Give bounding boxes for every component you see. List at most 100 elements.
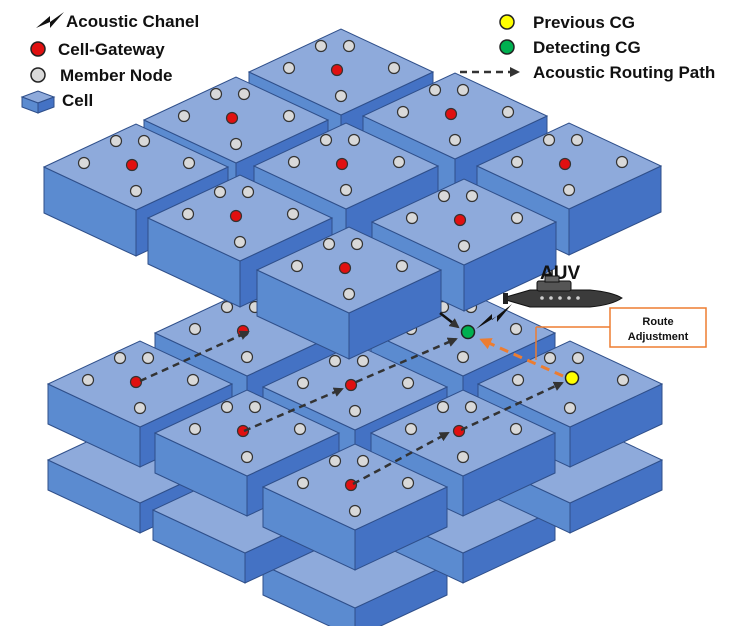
member-node bbox=[350, 237, 364, 251]
member-node bbox=[186, 373, 200, 387]
member-node bbox=[220, 300, 234, 314]
member-node bbox=[448, 133, 462, 147]
member-node bbox=[241, 185, 255, 199]
member-node bbox=[233, 235, 247, 249]
legend-cell-gateway-label: Cell-Gateway bbox=[58, 40, 165, 59]
member-node bbox=[334, 89, 348, 103]
routing-arrow-1 bbox=[139, 330, 250, 383]
cell-gateway-node bbox=[129, 375, 143, 389]
cell-gateway-node bbox=[335, 157, 349, 171]
member-node bbox=[456, 350, 470, 364]
cell bbox=[255, 226, 443, 360]
routing-arrow-4 bbox=[352, 431, 450, 486]
cell-gateway-node bbox=[558, 157, 572, 171]
member-node bbox=[188, 422, 202, 436]
legend-member-node: Member Node bbox=[30, 66, 172, 85]
previous-cg-node bbox=[564, 370, 580, 386]
member-node bbox=[209, 87, 223, 101]
member-node bbox=[404, 422, 418, 436]
routing-paths bbox=[139, 330, 564, 486]
member-node bbox=[339, 183, 353, 197]
legend-previous-cg-label: Previous CG bbox=[533, 13, 635, 32]
member-node bbox=[457, 239, 471, 253]
member-node bbox=[405, 211, 419, 225]
legend-routing-path: Acoustic Routing Path bbox=[460, 63, 715, 82]
legend-acoustic-channel-label: Acoustic Chanel bbox=[66, 12, 199, 31]
member-node bbox=[296, 376, 310, 390]
cell-gateway-node bbox=[453, 213, 467, 227]
legend-routing-path-label: Acoustic Routing Path bbox=[533, 63, 715, 82]
member-node bbox=[401, 476, 415, 490]
legend-detecting-cg: Detecting CG bbox=[499, 38, 641, 57]
routing-arrow-2 bbox=[243, 387, 344, 433]
member-node bbox=[213, 185, 227, 199]
member-node bbox=[456, 450, 470, 464]
member-node bbox=[314, 39, 328, 53]
detecting-cg-icon bbox=[499, 39, 515, 55]
member-node bbox=[436, 400, 450, 414]
member-node bbox=[137, 134, 151, 148]
member-node bbox=[570, 133, 584, 147]
member-node bbox=[182, 156, 196, 170]
member-node bbox=[465, 189, 479, 203]
legend-cell: Cell bbox=[20, 90, 93, 114]
member-node bbox=[287, 155, 301, 169]
member-node bbox=[428, 83, 442, 97]
routing-arrow-5 bbox=[460, 381, 564, 432]
legend-detecting-cg-label: Detecting CG bbox=[533, 38, 641, 57]
member-node bbox=[296, 476, 310, 490]
submarine-icon bbox=[503, 270, 623, 308]
member-node bbox=[356, 454, 370, 468]
member-node bbox=[77, 156, 91, 170]
cell-gateway-node bbox=[229, 209, 243, 223]
member-node-icon bbox=[30, 67, 46, 83]
route-adjustment-box bbox=[609, 307, 707, 348]
member-node bbox=[563, 401, 577, 415]
route-adjustment-note: Route Adjustment bbox=[535, 307, 707, 360]
legend: Acoustic Chanel Cell-Gateway Member Node… bbox=[20, 12, 715, 114]
member-node bbox=[240, 350, 254, 364]
auv-signal-arrow bbox=[439, 312, 460, 329]
cell-gateway-node bbox=[236, 424, 250, 438]
cell-gateway-node bbox=[338, 261, 352, 275]
cell-cube-icon bbox=[20, 90, 56, 114]
member-node bbox=[348, 504, 362, 518]
routing-arrow-3 bbox=[355, 337, 458, 384]
member-node bbox=[348, 404, 362, 418]
member-node bbox=[501, 105, 515, 119]
member-node bbox=[141, 351, 155, 365]
member-node bbox=[81, 373, 95, 387]
member-node bbox=[181, 207, 195, 221]
member-node bbox=[464, 400, 478, 414]
member-node bbox=[511, 373, 525, 387]
member-node bbox=[133, 401, 147, 415]
lightning-icon bbox=[36, 12, 64, 28]
member-node bbox=[286, 207, 300, 221]
member-node bbox=[543, 351, 557, 365]
member-node bbox=[562, 183, 576, 197]
route-adjustment-label-line2: Adjustment bbox=[628, 331, 689, 343]
member-node bbox=[248, 400, 262, 414]
cell bbox=[261, 443, 449, 571]
member-node bbox=[220, 400, 234, 414]
member-node bbox=[356, 354, 370, 368]
detecting-cg-node bbox=[460, 324, 476, 340]
member-node bbox=[282, 109, 296, 123]
member-node bbox=[456, 83, 470, 97]
member-node bbox=[342, 287, 356, 301]
member-node bbox=[437, 189, 451, 203]
auv-vehicle: AUV bbox=[439, 263, 623, 329]
cell-gateway-node bbox=[225, 111, 239, 125]
cell-gateway-node bbox=[452, 424, 466, 438]
legend-cell-label: Cell bbox=[62, 91, 93, 110]
member-node bbox=[347, 133, 361, 147]
member-node bbox=[177, 109, 191, 123]
cell-gateway-node bbox=[344, 378, 358, 392]
member-node bbox=[342, 39, 356, 53]
member-node bbox=[509, 322, 523, 336]
member-node bbox=[392, 155, 406, 169]
member-node bbox=[616, 373, 630, 387]
member-node bbox=[322, 237, 336, 251]
member-node bbox=[510, 211, 524, 225]
member-node bbox=[509, 422, 523, 436]
